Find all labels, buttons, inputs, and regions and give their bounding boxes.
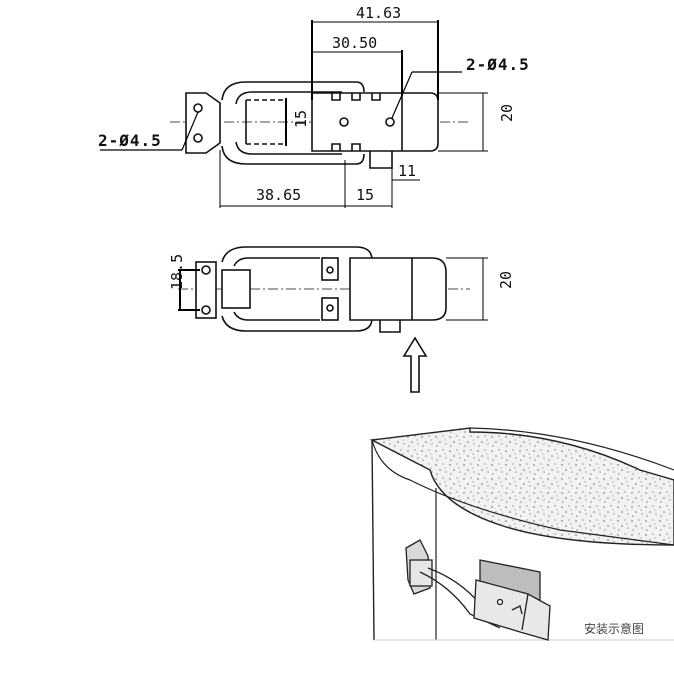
mid-wire-inner [233, 257, 320, 267]
top-wire-loop [221, 81, 365, 101]
mid-dim-text-20: 20 [497, 271, 515, 289]
top-wire-loop-inner [235, 91, 342, 105]
mid-hinge-bottom [321, 297, 339, 321]
install-lever-notch [511, 605, 523, 615]
mid-hinge-top [321, 257, 339, 281]
install-wire [419, 571, 501, 629]
mid-left-hole-1 [201, 265, 211, 275]
dim-text-15-vertical: 15 [292, 110, 310, 128]
top-latch-tab [369, 151, 393, 169]
dim-text-30: 30.50 [332, 34, 377, 52]
install-caption: 安装示意图 [584, 621, 644, 636]
mid-latch-body [349, 257, 447, 321]
install-lever-bend [521, 593, 529, 631]
dim-text-11: 11 [398, 162, 416, 180]
dim-text-20-right: 20 [498, 104, 516, 122]
up-arrow-icon [402, 336, 428, 393]
top-rivet-1 [339, 117, 349, 127]
top-left-plate [185, 92, 221, 154]
dim-text-41: 41.63 [356, 4, 401, 22]
mid-hinge-pin-1 [326, 266, 334, 274]
mid-latch-tab [379, 320, 401, 333]
drum-wall-left [371, 439, 375, 641]
drum-rim-outer-edge [469, 427, 674, 471]
closed-view-dimensions [178, 257, 488, 321]
install-latch [405, 539, 551, 641]
mid-left-plate [195, 261, 217, 319]
install-rivet [496, 598, 504, 606]
top-dimension-texts: 41.63 30.50 2-Ø4.5 2-Ø4.5 15 20 11 38.65… [98, 4, 530, 204]
install-illustration: 安装示意图 [369, 427, 674, 641]
top-wire-loop-inner-b [235, 141, 342, 155]
top-wire-loop-bottom [221, 145, 365, 165]
mid-hook-block [221, 269, 251, 309]
dim-text-hole-right: 2-Ø4.5 [466, 55, 530, 74]
mid-hinge-pin-2 [326, 304, 334, 312]
mid-left-hole-2 [201, 305, 211, 315]
mid-dim-text-185: 18.5 [168, 254, 186, 290]
leader-left-diag [181, 111, 199, 151]
drum-rim-inner-edge [371, 439, 674, 546]
dim-text-15-bottom: 15 [356, 186, 374, 204]
top-left-hole-2 [193, 133, 203, 143]
top-latch-body [311, 92, 439, 152]
mid-wire-loop-b [221, 315, 373, 332]
top-latch-notches-b [331, 143, 361, 151]
leader-right-diag [391, 71, 413, 119]
top-view-drawing [170, 81, 470, 169]
top-rivet-2 [385, 117, 395, 127]
drum-rim [369, 427, 674, 546]
top-latch-notches [331, 93, 381, 101]
closed-view-texts: 18.5 20 [168, 254, 515, 290]
mid-wire-inner-b [233, 311, 320, 321]
top-dimension-lines [100, 20, 488, 208]
dim-text-38: 38.65 [256, 186, 301, 204]
dim-text-hole-left: 2-Ø4.5 [98, 131, 162, 150]
mid-wire-loop [221, 246, 373, 263]
closed-view-drawing [178, 246, 470, 333]
